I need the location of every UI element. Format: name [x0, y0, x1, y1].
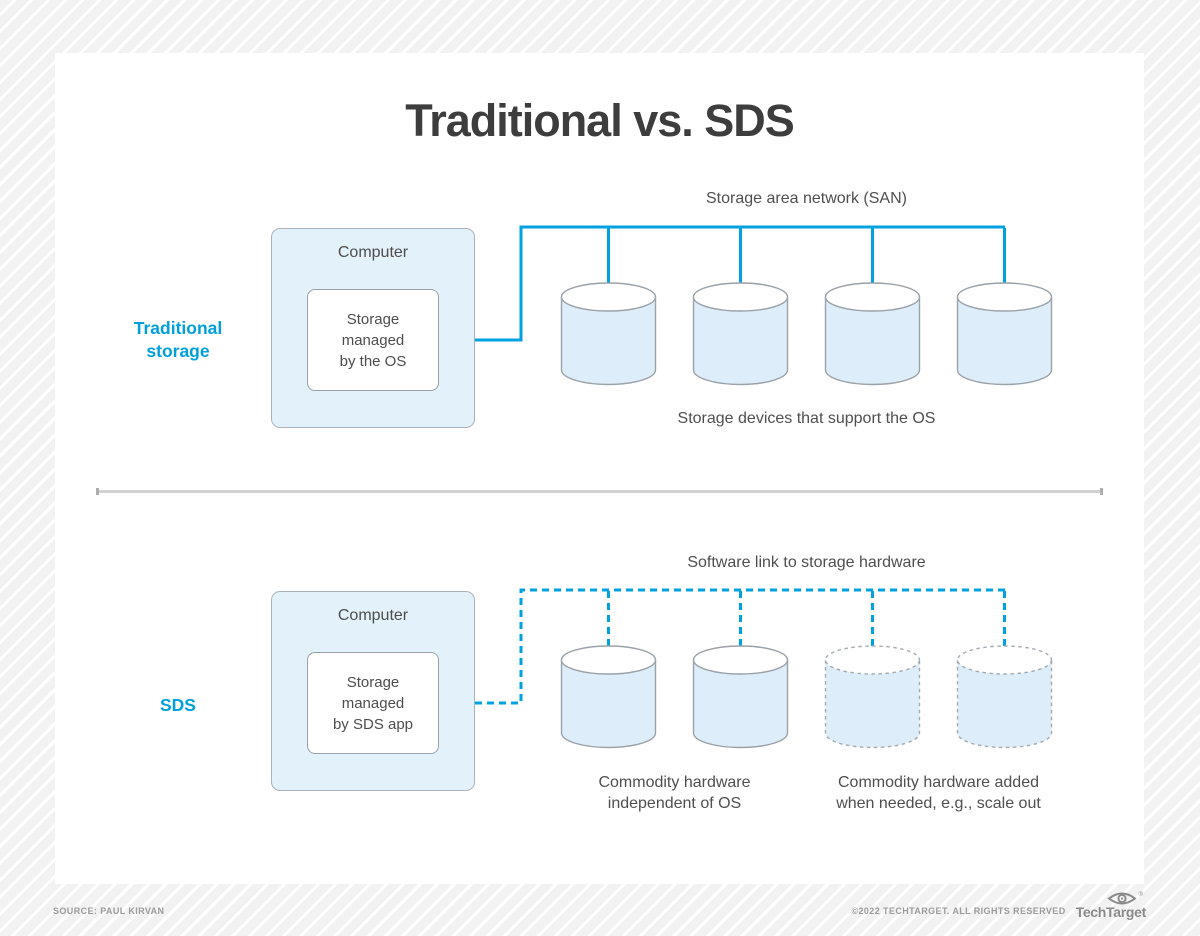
computer-box-title: Computer: [337, 244, 409, 261]
copyright-text: ©2022 TECHTARGET. ALL RIGHTS RESERVED: [851, 906, 1066, 916]
storage-cylinder-dashed-icon: [956, 645, 1053, 749]
storage-cylinder-dashed-icon: [824, 645, 921, 749]
traditional-storage-manager-box: Storage managed by the OS: [307, 289, 439, 391]
page-title: Traditional vs. SDS: [405, 95, 795, 146]
sds-caption-right: Commodity hardware added when needed, e.…: [836, 774, 1041, 812]
storage-cylinder-icon: [824, 282, 921, 386]
trad-storage-device-1: [560, 282, 657, 386]
sds-computer-box: Computer Storage managed by SDS app: [271, 591, 475, 791]
software-link-label: Software link to storage hardware: [687, 554, 926, 571]
sds-storage-device-3-dashed: [824, 645, 921, 749]
san-label: Storage area network (SAN): [706, 190, 907, 207]
trad-storage-device-4: [956, 282, 1053, 386]
storage-cylinder-icon: [956, 282, 1053, 386]
registered-mark: ®: [1138, 892, 1143, 898]
storage-cylinder-icon: [560, 282, 657, 386]
sds-storage-device-4-dashed: [956, 645, 1053, 749]
connector-overlay: [439, 225, 1009, 705]
trad-storage-device-3: [824, 282, 921, 386]
sds-caption-left: Commodity hardware independent of OS: [598, 774, 751, 812]
traditional-row-label: Traditional storage: [133, 318, 223, 361]
eye-icon: ®: [1106, 892, 1143, 905]
storage-cylinder-icon: [692, 645, 789, 749]
trad-storage-device-2: [692, 282, 789, 386]
traditional-computer-box: Computer Storage managed by the OS: [271, 228, 475, 428]
brand-wordmark: TechTarget: [1075, 904, 1147, 920]
sds-storage-device-1: [560, 645, 657, 749]
sds-row-label: SDS: [160, 695, 196, 715]
storage-cylinder-icon: [692, 282, 789, 386]
storage-cylinder-icon: [560, 645, 657, 749]
trad-devices-caption: Storage devices that support the OS: [677, 410, 936, 427]
computer-box-title: Computer: [337, 607, 409, 624]
sds-storage-device-2: [692, 645, 789, 749]
section-divider: [96, 488, 1103, 495]
source-credit: SOURCE: PAUL KIRVAN: [53, 906, 165, 916]
sds-storage-manager-box: Storage managed by SDS app: [307, 652, 439, 754]
infographic-card: Traditional vs. SDS Traditional storage: [55, 53, 1144, 884]
techtarget-logo: ® TechTarget: [1075, 892, 1147, 920]
footer-right: ©2022 TECHTARGET. ALL RIGHTS RESERVED ® …: [851, 892, 1146, 920]
